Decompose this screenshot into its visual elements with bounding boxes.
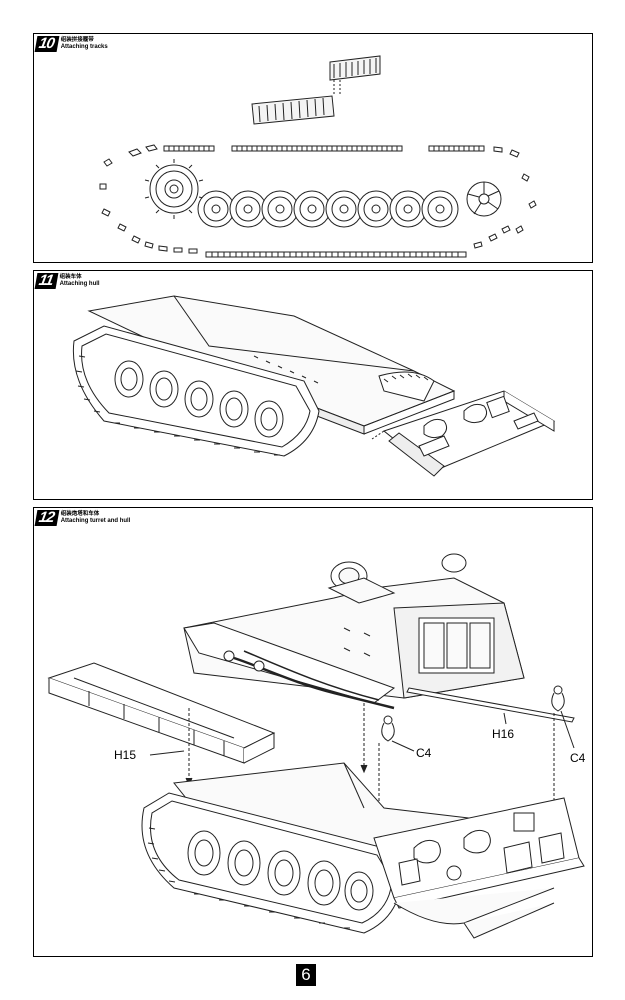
- track-segment-upper: [329, 55, 381, 81]
- road-wheels: [197, 190, 459, 228]
- track-links-bottom: [131, 225, 511, 258]
- h15-part: [47, 662, 276, 764]
- track-segment-lower: [251, 95, 335, 125]
- track-assembly-illustration: [99, 55, 537, 258]
- track-links-top: [128, 144, 520, 158]
- page-number: 6: [296, 964, 316, 986]
- c4-shackle-right: [551, 685, 565, 712]
- callout-c4-right: C4: [570, 751, 586, 765]
- step-12-header: 12 组装炮塔和车体 Attaching turret and hull: [34, 509, 131, 526]
- step-11-header: 11 组装车体 Attaching hull: [34, 272, 100, 289]
- step-title-cn: 组装车体: [59, 274, 82, 280]
- turret-hull-assembly-illustration: [47, 553, 585, 939]
- h16-part: [406, 687, 575, 723]
- drive-sprocket: [144, 159, 204, 219]
- callout-h15: H15: [114, 748, 137, 762]
- lower-hull: [141, 762, 585, 939]
- step-10-header: 10 组装拼接履带 Attaching tracks: [34, 35, 108, 52]
- rear-plate: [382, 390, 556, 477]
- step-title-en: Attaching hull: [59, 281, 100, 287]
- step-12-panel: 12 组装炮塔和车体 Attaching turret and hull: [33, 507, 593, 957]
- c4-shackle-left: [381, 715, 395, 742]
- step-10-panel: 10 组装拼接履带 Attaching tracks: [33, 33, 593, 263]
- hull-track-assembly: [72, 325, 320, 457]
- step-title-cn: 组装炮塔和车体: [60, 511, 100, 517]
- lower-track-assembly: [141, 792, 403, 934]
- step-title-en: Attaching turret and hull: [60, 518, 131, 524]
- step-11-panel: 11 组装车体 Attaching hull: [33, 270, 593, 500]
- callout-h16: H16: [492, 727, 515, 741]
- idler-wheel: [466, 181, 502, 217]
- callout-c4-left: C4: [416, 746, 432, 760]
- rear-plate-assembled: [373, 797, 585, 909]
- step-title-cn: 组装拼接履带: [60, 37, 94, 43]
- hull-assembly-illustration: [72, 295, 556, 477]
- step-title-en: Attaching tracks: [60, 44, 108, 50]
